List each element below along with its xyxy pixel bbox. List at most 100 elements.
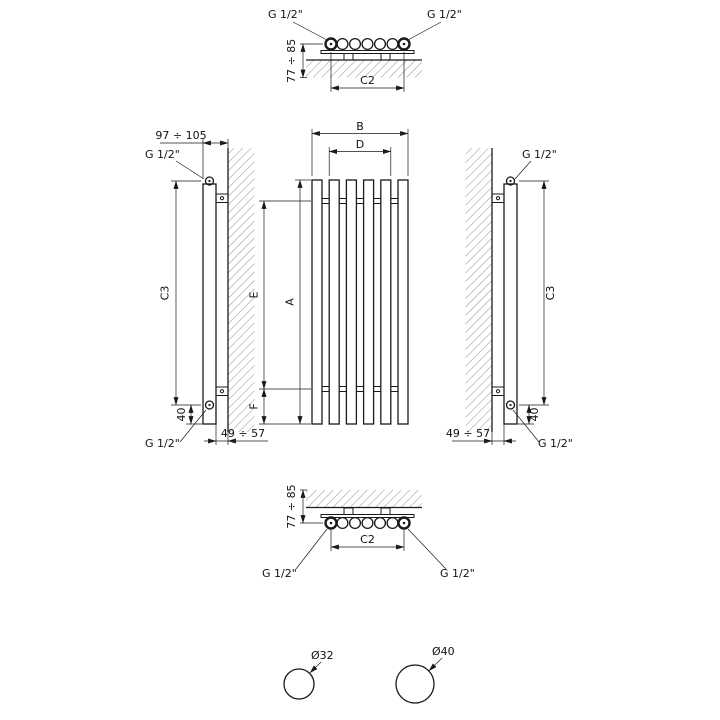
leader-line <box>512 409 540 443</box>
right-fitting <box>397 37 411 51</box>
dimension-f: F <box>248 388 311 425</box>
left-side-view: 97 ÷ 105 G 1/2" C3 40 49 ÷ 57 G 1/2" <box>145 129 268 450</box>
bottom-view: 77 ÷ 85 C2 G 1/2" G 1/2" <box>262 484 475 580</box>
bottom-fitting <box>204 400 215 410</box>
extension-lines <box>311 129 409 176</box>
tube <box>328 179 340 425</box>
top-fitting <box>204 176 215 186</box>
pipe-cross-sections: Ø32 Ø40 <box>283 645 455 704</box>
connection-size-label: G 1/2" <box>145 437 180 450</box>
fitting-ring <box>397 37 411 51</box>
fitting-center <box>208 403 211 407</box>
fitting-ring <box>324 37 338 51</box>
tube <box>397 179 409 425</box>
label-top-left-connection: G 1/2" <box>268 8 328 41</box>
leader-line <box>514 160 532 180</box>
fitting-center <box>329 42 333 46</box>
pipe-circle <box>283 668 315 700</box>
overall-height-label: A <box>284 298 297 306</box>
fitting-ring <box>204 400 215 410</box>
top-fitting <box>505 176 516 186</box>
top-view: G 1/2" G 1/2" 77 ÷ 85 C2 <box>268 8 462 92</box>
leader-line <box>292 21 328 41</box>
leader-line <box>175 160 205 180</box>
dimension-wall-distance-bottom: 77 ÷ 85 <box>285 484 323 529</box>
dimension-d: D <box>328 138 392 176</box>
collector-spacing-label: E <box>248 291 261 298</box>
wall-bracket <box>380 507 391 515</box>
overall-width-label: B <box>356 120 364 133</box>
connection-size-label: G 1/2" <box>268 8 303 21</box>
left-fitting <box>324 516 338 530</box>
tube-row <box>336 516 399 530</box>
fitting-center <box>509 403 512 407</box>
dimension-bottom-offset-left: 40 <box>175 404 203 425</box>
bottom-offset-label: 40 <box>175 408 188 422</box>
dimension-wall-distance-top: 77 ÷ 85 <box>285 39 323 83</box>
bracket-screw <box>495 389 501 394</box>
bottom-fitting <box>505 400 516 410</box>
fitting-center <box>402 521 406 525</box>
fitting-center <box>509 179 512 183</box>
dimension-c2-top: C2 <box>330 52 405 92</box>
dimension-c3-left: C3 <box>159 180 201 406</box>
label-right-top-connection: G 1/2" <box>514 148 557 180</box>
left-fitting <box>324 37 338 51</box>
dimension-e: E <box>248 200 311 390</box>
wall-clearance-label: 49 ÷ 57 <box>446 427 490 440</box>
fitting-center <box>208 179 211 183</box>
radiator-profile <box>202 183 217 425</box>
connection-size-label: G 1/2" <box>538 437 573 450</box>
small-pipe-diameter-label: Ø32 <box>311 649 334 662</box>
label-bottom-left-connection: G 1/2" <box>262 528 328 580</box>
leader-line <box>309 661 322 674</box>
connection-size-label: G 1/2" <box>145 148 180 161</box>
wall-hatch <box>306 490 422 507</box>
wall-bracket <box>491 386 505 396</box>
tube <box>311 179 323 425</box>
bracket-screw <box>219 196 225 201</box>
collector-stubs-top <box>322 198 398 204</box>
wall-bracket <box>380 53 391 61</box>
bracket-screw <box>219 389 225 394</box>
connection-width-label: D <box>356 138 364 151</box>
connection-size-label: G 1/2" <box>427 8 462 21</box>
leader-line <box>295 528 328 570</box>
wall-bracket <box>343 53 354 61</box>
right-side-view: G 1/2" C3 40 49 ÷ 57 G 1/2" <box>446 148 573 450</box>
mounting-rail <box>320 50 415 54</box>
wall-bracket <box>491 193 505 203</box>
connection-height-label: C3 <box>544 286 557 301</box>
pipe-section-32: Ø32 <box>283 649 334 700</box>
label-right-bottom-connection: G 1/2" <box>512 409 573 450</box>
label-left-top-connection: G 1/2" <box>145 148 205 180</box>
extension-lines <box>330 52 405 92</box>
leader-line <box>407 21 442 41</box>
collector-stubs-bottom <box>322 386 398 392</box>
fitting-center <box>329 521 333 525</box>
tube <box>380 179 392 425</box>
connection-height-label: C3 <box>159 286 172 301</box>
connection-spacing-label: C2 <box>360 533 375 546</box>
wall-distance-label: 77 ÷ 85 <box>285 39 298 83</box>
extension-lines <box>171 180 201 406</box>
dimension-mounting-depth: 97 ÷ 105 <box>155 129 229 178</box>
tube-section <box>373 516 387 530</box>
radiator-tubes <box>311 179 409 425</box>
tube-section <box>386 516 399 530</box>
dimension-c2-bottom: C2 <box>330 530 405 551</box>
extension-lines <box>491 424 505 445</box>
tube-section <box>348 516 362 530</box>
dimension-c3-right: C3 <box>519 180 557 406</box>
wall-hatch <box>306 60 422 78</box>
bottom-offset-label: 40 <box>528 408 541 422</box>
right-fitting <box>397 516 411 530</box>
fitting-ring <box>505 400 516 410</box>
fitting-center <box>402 42 406 46</box>
tube-section <box>336 516 349 530</box>
connection-size-label: G 1/2" <box>262 567 297 580</box>
dimension-a: A <box>284 179 311 425</box>
bracket-screw <box>495 196 501 201</box>
wall-bracket <box>215 193 229 203</box>
